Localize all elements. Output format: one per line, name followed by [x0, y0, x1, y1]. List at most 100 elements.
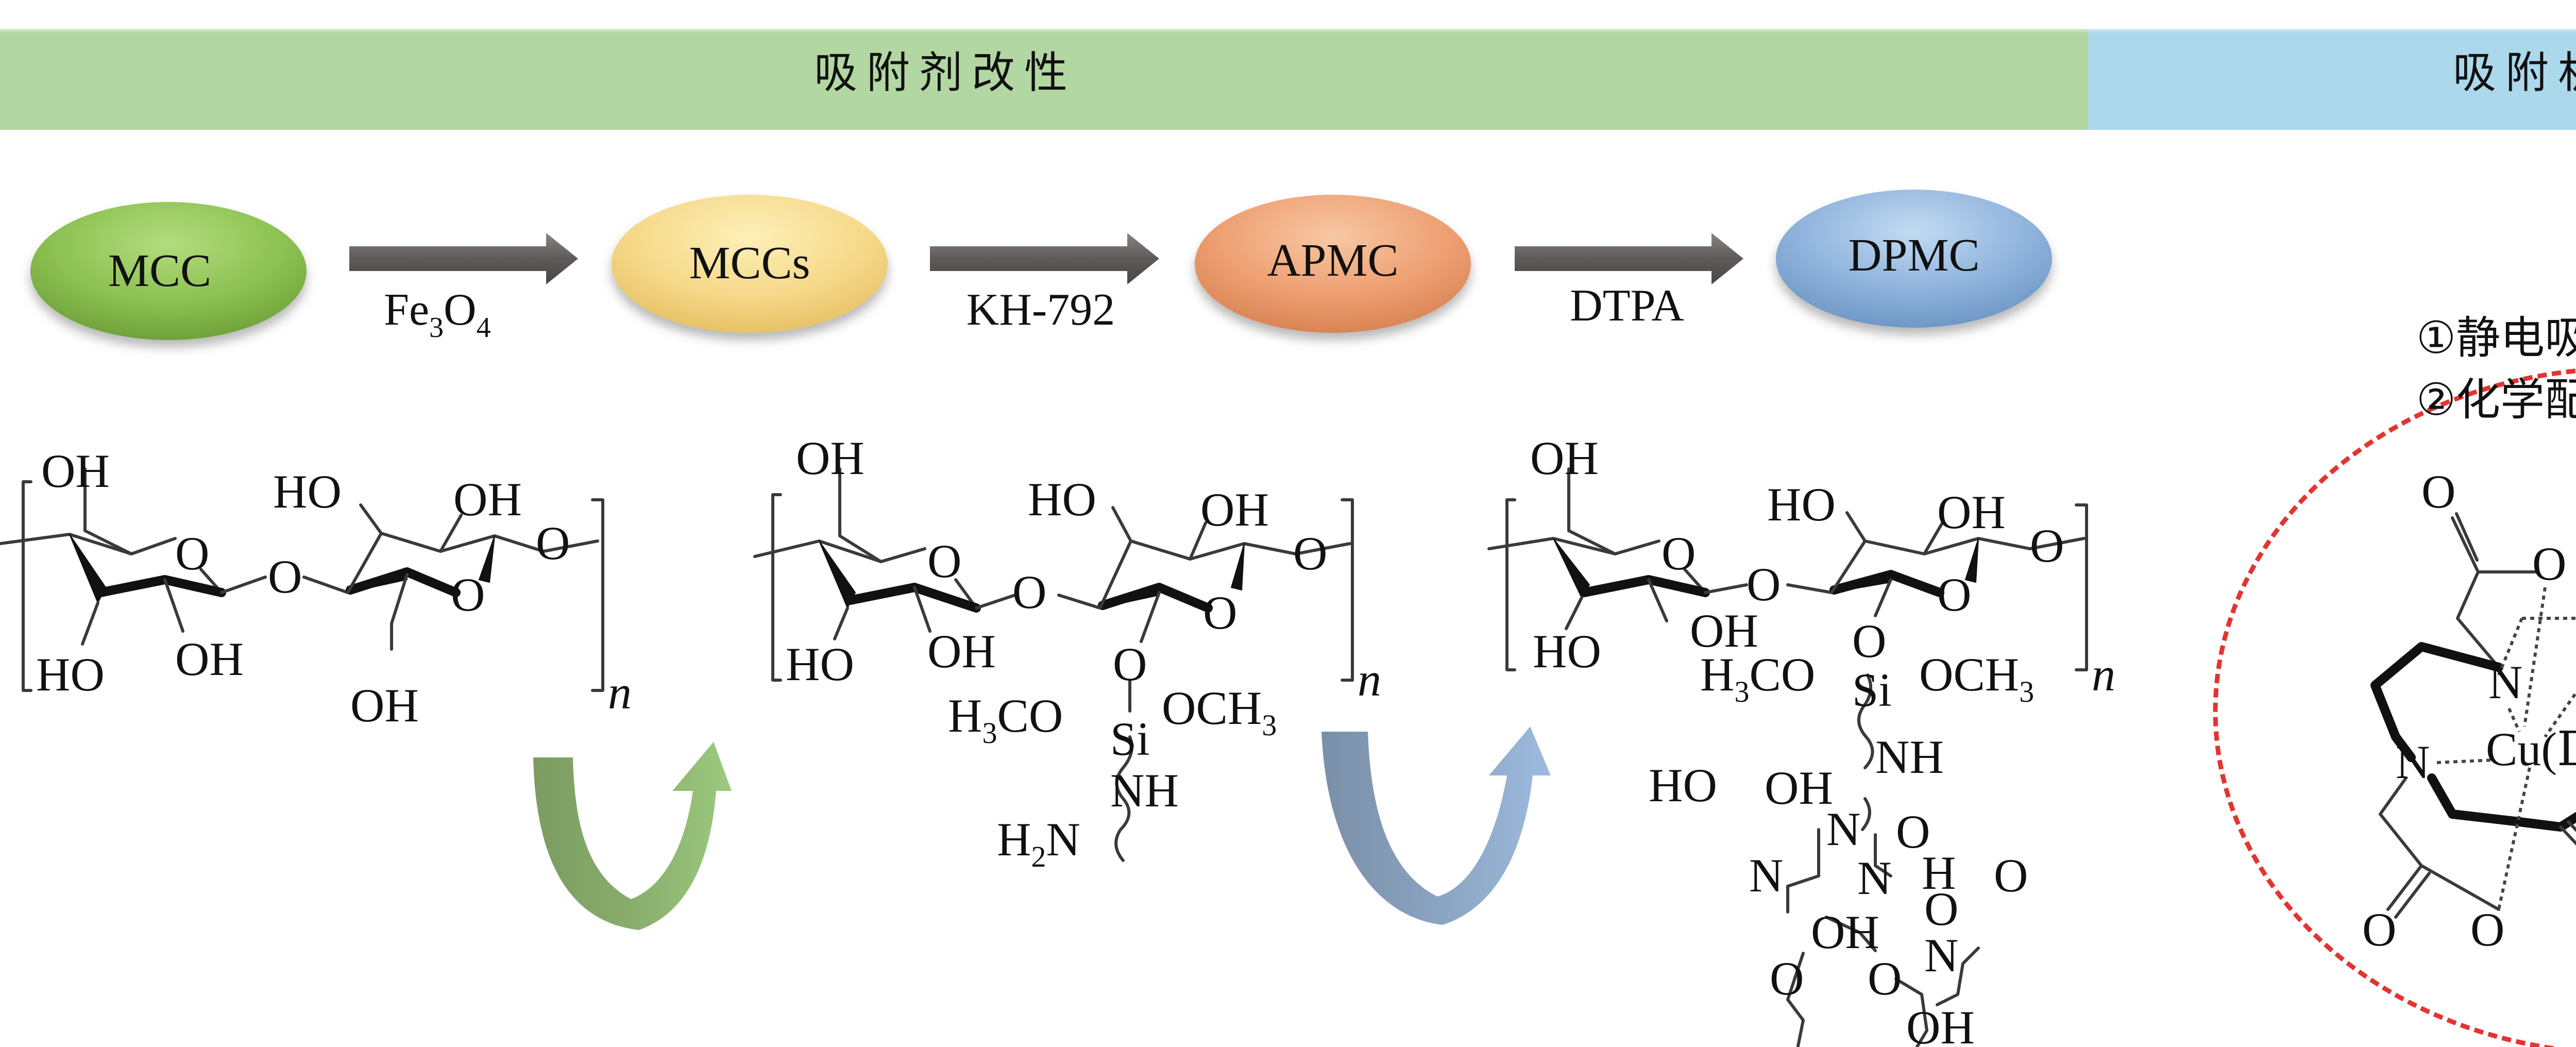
atom-ho: HO	[786, 638, 854, 690]
group-och3: OCH3	[1919, 648, 2034, 708]
repeat-n: n	[1358, 653, 1381, 706]
oval-label-dpmc: DPMC	[1848, 230, 1979, 281]
atom-oh: OH	[453, 473, 522, 526]
atom-o: O	[451, 568, 485, 621]
atom-o: O	[175, 527, 209, 580]
curved-arrow-2	[1321, 727, 1551, 925]
banner-right-section	[2088, 29, 2576, 130]
atom-n: N	[1924, 929, 1958, 982]
repeat-n: n	[2092, 648, 2115, 701]
atom-oh: OH	[41, 445, 110, 497]
atom-h: H	[1922, 847, 1956, 899]
atom-n: N	[1857, 852, 1891, 904]
atom-si: Si	[1110, 713, 1150, 765]
reagent-dtpa: DTPA	[1570, 281, 1684, 331]
banner-top-fade	[0, 26, 2576, 33]
atom-o: O	[1937, 568, 1971, 621]
structure-mcc: n OH O O HO OH O O HO OH OH	[0, 445, 632, 732]
atom-oh: OH	[175, 633, 244, 685]
atom-nh: NH	[1110, 764, 1179, 817]
group-h3co: H3CO	[948, 689, 1063, 750]
atom-o: O	[1662, 527, 1696, 580]
oval-label-mcc: MCC	[108, 245, 211, 296]
oval-label-apmc: APMC	[1267, 235, 1398, 286]
atom-o: O	[1113, 638, 1147, 690]
atom-o: O	[1203, 586, 1237, 639]
oval-dpmc	[1776, 190, 2052, 328]
oval-label-mccs: MCCs	[689, 238, 810, 289]
atom-oh: OH	[796, 432, 865, 484]
atom-ho: HO	[273, 465, 342, 518]
mechanism-item-2: ②化学配位	[2416, 374, 2576, 426]
atom-oh: OH	[1690, 604, 1758, 657]
atom-o: O	[1770, 952, 1804, 1005]
mechanism-dashed-circle	[2213, 368, 2576, 1047]
atom-n: N	[2488, 656, 2522, 708]
atom-o: O	[2030, 519, 2064, 572]
atom-o: O	[2470, 903, 2504, 956]
atom-ho: HO	[36, 648, 105, 701]
atom-o: O	[268, 550, 302, 603]
atom-si: Si	[1852, 664, 1892, 716]
atom-n: N	[1826, 803, 1860, 855]
metal-cu: Cu(Ⅱ)	[2486, 723, 2576, 775]
process-node-mccs	[612, 195, 888, 333]
mechanism-panel: ①静电吸引 ②化学配位	[2213, 312, 2576, 1047]
group-och3: OCH3	[1162, 682, 1277, 742]
atom-oh: OH	[1811, 906, 1879, 958]
process-node-mcc	[30, 202, 307, 340]
bracket-left	[22, 480, 32, 692]
group-h3co: H3CO	[1700, 648, 1815, 708]
atom-oh: OH	[1530, 432, 1599, 484]
block-arrow-1	[349, 233, 578, 284]
atom-ho: HO	[1533, 625, 1601, 678]
atom-ho: HO	[1767, 478, 1836, 531]
mechanism-item-1: ①静电吸引	[2416, 312, 2576, 364]
atom-oh: OH	[1937, 486, 2006, 538]
atom-o: O	[2362, 903, 2396, 956]
atom-oh: OH	[1906, 1001, 1975, 1047]
atom-o: O	[1747, 558, 1781, 611]
atom-o: O	[1293, 527, 1327, 580]
atom-nh: NH	[1875, 731, 1944, 783]
atom-o: O	[2421, 465, 2455, 518]
atom-ho: HO	[1028, 473, 1096, 526]
oval-mccs	[612, 195, 888, 333]
atom-o: O	[927, 535, 961, 587]
atom-o: O	[1994, 849, 2028, 902]
repeat-n: n	[608, 666, 632, 719]
cu-complex: O O O NH N N O N Cu(Ⅱ) OH O O O O	[2362, 465, 2576, 956]
process-node-dpmc	[1776, 190, 2052, 328]
process-node-apmc	[1195, 195, 1471, 333]
structure-dpmc: n OH O O HO OH O O HO OH O H3CO	[1487, 432, 2115, 1047]
process-arrow-2	[930, 233, 1159, 284]
atom-o: O	[1868, 952, 1902, 1005]
structure-apmc: n OH O O HO OH O O HO OH O H3CO Si OCH3 …	[753, 432, 1381, 873]
atom-n: N	[2396, 736, 2430, 788]
banner-right-title: 吸附机理	[2453, 47, 2576, 98]
atom-o: O	[1852, 615, 1886, 667]
atom-oh: OH	[350, 679, 419, 732]
curved-arrow-body-1	[533, 742, 732, 930]
curved-arrow-1	[533, 742, 732, 930]
atom-oh: OH	[1765, 762, 1833, 814]
oval-apmc	[1195, 195, 1471, 333]
process-arrow-3	[1515, 233, 1743, 284]
oval-mcc	[30, 202, 307, 340]
banner-left-section	[0, 29, 2088, 130]
reagent-fe3o4: Fe3O4	[384, 285, 491, 344]
atom-o: O	[1012, 566, 1046, 618]
atom-o: O	[1924, 883, 1958, 935]
process-arrow-1	[349, 233, 578, 284]
curved-arrow-body-2	[1321, 727, 1551, 925]
atom-o: O	[2532, 537, 2566, 590]
bracket-right	[591, 498, 604, 692]
reagent-kh792: KH-792	[967, 285, 1115, 335]
banner: 吸附剂改性 吸附机理	[0, 26, 2576, 130]
group-h2n: H2N	[997, 813, 1080, 873]
banner-left-title: 吸附剂改性	[814, 47, 1077, 98]
atom-oh: OH	[927, 625, 996, 678]
atom-oh: OH	[1200, 483, 1269, 536]
atom-o: O	[536, 517, 570, 569]
